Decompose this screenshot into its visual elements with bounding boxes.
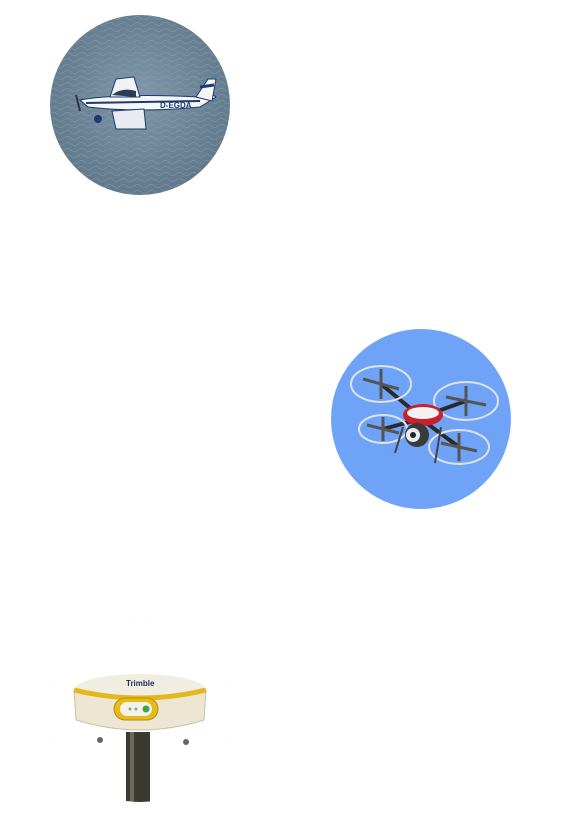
gnss-receiver-image: Trimble <box>50 622 230 802</box>
drone-image <box>331 329 511 509</box>
receiver-brand: Trimble <box>126 679 155 688</box>
gnss-receiver-icon: Trimble <box>50 622 230 802</box>
quadcopter-icon <box>331 329 511 509</box>
aircraft-image: D-EGDA <box>50 15 230 195</box>
airplane-icon: D-EGDA <box>50 15 230 195</box>
aircraft-registration: D-EGDA <box>160 101 192 110</box>
